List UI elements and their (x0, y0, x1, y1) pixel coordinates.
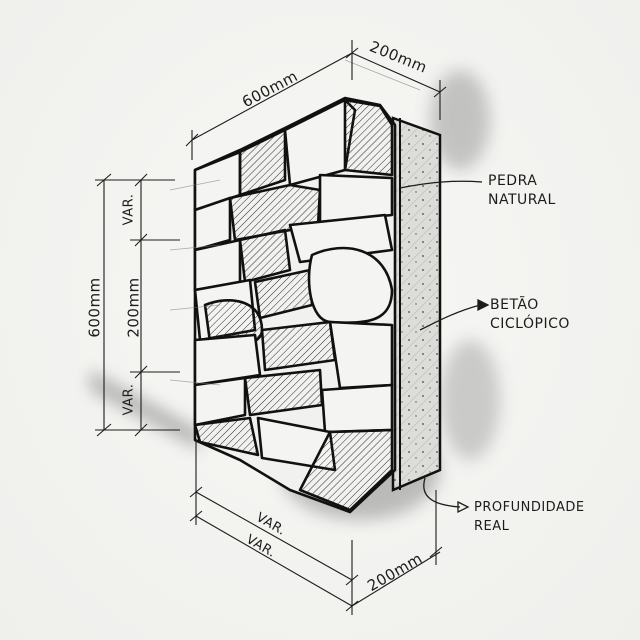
callout-cyclopean-concrete-line2: CICLÓPICO (490, 316, 570, 332)
callout-real-depth-line2: REAL (474, 519, 510, 534)
dimension-lines (95, 40, 447, 615)
dim-course-bottom: VAR. (121, 383, 137, 416)
concrete-side (391, 116, 442, 492)
callout-natural-stone: PEDRA NATURAL (488, 172, 556, 210)
dim-overall-height: 600mm (85, 277, 104, 338)
callout-natural-stone-line2: NATURAL (488, 192, 556, 208)
callout-leaders (399, 180, 490, 514)
dim-course-top: VAR. (121, 193, 137, 226)
callout-cyclopean-concrete-line1: BETÃO (490, 297, 539, 313)
callout-natural-stone-line1: PEDRA (488, 173, 538, 189)
dim-course-middle: 200mm (124, 277, 143, 338)
callout-cyclopean-concrete: BETÃO CICLÓPICO (490, 296, 570, 334)
stone-face (193, 96, 397, 514)
callout-real-depth: PROFUNDIDADE REAL (474, 498, 585, 536)
construction-lines (169, 59, 421, 386)
callout-real-depth-line1: PROFUNDIDADE (474, 500, 585, 515)
